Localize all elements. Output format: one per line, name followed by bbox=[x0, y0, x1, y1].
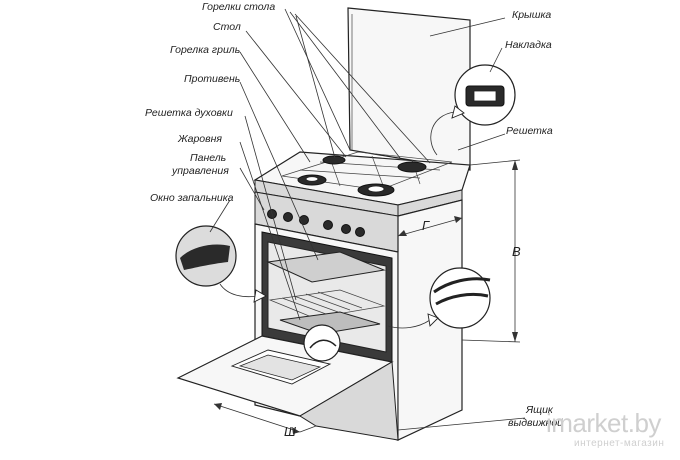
leader-lines bbox=[209, 8, 526, 431]
lid-drawing bbox=[347, 7, 471, 171]
oven-cavity-drawing bbox=[261, 231, 393, 363]
label-grill-burner: Горелка гриль bbox=[170, 44, 240, 56]
label-drawer-line1: Ящик bbox=[525, 404, 554, 416]
label-cap: Накладка bbox=[505, 39, 552, 51]
label-burners: Горелки стола bbox=[202, 1, 275, 13]
dimension-lines bbox=[213, 159, 521, 434]
rack-inset-drawing bbox=[387, 267, 491, 329]
watermark: imarket.by интернет-магазин bbox=[546, 408, 664, 449]
dimension-width: Ш bbox=[284, 424, 296, 439]
drawer-drawing bbox=[299, 361, 399, 441]
label-table: Стол bbox=[213, 21, 241, 33]
watermark-tagline: интернет-магазин bbox=[574, 438, 664, 449]
label-grate: Решетка bbox=[506, 125, 553, 137]
labels: Горелки стола Крышка Стол Накладка Горел… bbox=[145, 1, 563, 439]
label-drawer-line2: выдвижной bbox=[508, 417, 563, 429]
label-roaster: Жаровня bbox=[177, 133, 222, 145]
label-oven-rack: Решетка духовки bbox=[145, 107, 233, 119]
label-panel-line2: управления bbox=[171, 165, 229, 177]
label-lid: Крышка bbox=[512, 9, 551, 21]
ignition-inset-drawing bbox=[175, 225, 267, 303]
grates-drawing bbox=[281, 151, 453, 197]
door-inset-drawing bbox=[303, 324, 341, 362]
label-tray: Противень bbox=[184, 73, 240, 85]
dimension-height: В bbox=[512, 244, 521, 259]
oven-door-drawing bbox=[176, 335, 394, 417]
label-ignition: Окно запальника bbox=[150, 192, 234, 204]
label-panel-line1: Панель bbox=[190, 152, 226, 164]
dimension-depth: Г bbox=[422, 218, 430, 233]
cap-inset-drawing bbox=[430, 64, 516, 156]
watermark-brand: imarket.by bbox=[546, 408, 661, 438]
